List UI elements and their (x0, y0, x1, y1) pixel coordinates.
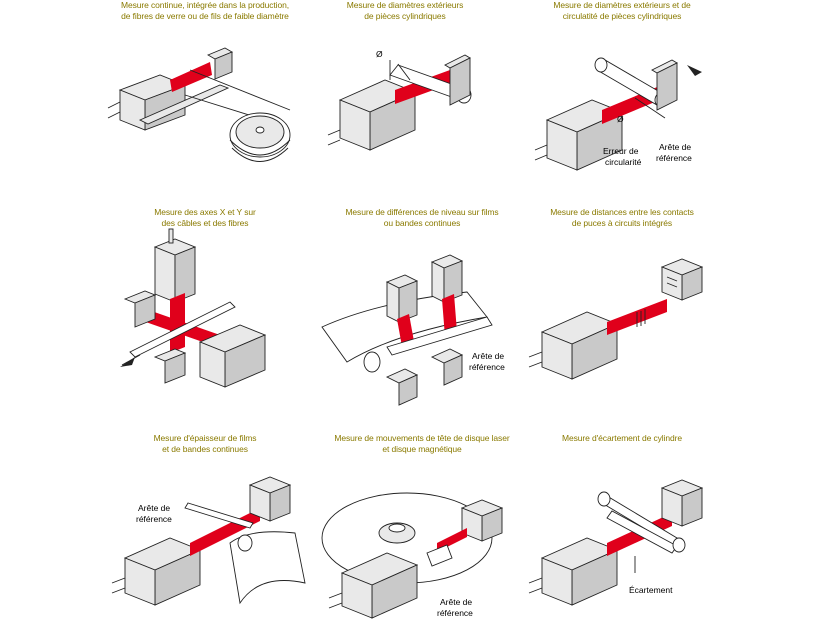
panel-cylinder-diameter: Mesure de diamètres extérieurs de pièces… (300, 0, 510, 200)
reference-edge-label-line1: Arête de (440, 597, 472, 607)
panel-cylinder-roundness: Mesure de diamètres extérieurs et de cir… (517, 0, 727, 200)
film-thickness-illustration: Arête de référence (111, 476, 306, 606)
panel-caption: Mesure des axes X et Y sur des câbles et… (154, 207, 256, 228)
panel-xy-axes: Mesure des axes X et Y sur des câbles et… (100, 207, 310, 407)
panel-level-difference: Mesure de différences de niveau sur film… (317, 207, 527, 407)
reference-edge-label-line2: référence (437, 608, 473, 618)
cylinder-diameter-illustration: Ø (327, 49, 472, 151)
reference-edge-label-line1: Arête de (472, 351, 504, 361)
fiber-measurement-illustration (107, 47, 291, 162)
reference-edge-label-line2: référence (136, 514, 172, 524)
panel-caption: Mesure d'écartement de cylindre (562, 433, 682, 443)
xy-axes-illustration (120, 228, 267, 388)
panel-ic-contacts: Mesure de distances entre les contacts d… (517, 207, 727, 407)
level-difference-illustration: Arête de référence (321, 254, 505, 406)
panel-fiber-measurement: Mesure continue, intégrée dans la produc… (100, 0, 310, 200)
application-examples-grid: Mesure continue, intégrée dans la produc… (100, 0, 727, 619)
panel-caption: Mesure de différences de niveau sur film… (345, 207, 499, 228)
reference-edge-label-line1: Arête de (138, 503, 170, 513)
panel-caption: Mesure de distances entre les contacts d… (550, 207, 694, 228)
roundness-error-label-line1: Erreur de (603, 146, 639, 156)
gap-label: Écartement (629, 585, 673, 595)
panel-caption: Mesure de mouvements de tête de disque l… (334, 433, 510, 454)
diameter-label: Ø (617, 114, 624, 124)
panel-caption: Mesure de diamètres extérieurs de pièces… (346, 0, 464, 21)
cylinder-gap-illustration: Écartement (528, 479, 704, 606)
reference-edge-label-line2: référence (469, 362, 505, 372)
roundness-error-label-line2: circularité (605, 157, 642, 167)
panel-cylinder-gap: Mesure d'écartement de cylindre Écarteme… (517, 433, 727, 633)
panel-caption: Mesure d'épaisseur de films et de bandes… (153, 433, 257, 454)
panel-caption: Mesure continue, intégrée dans la produc… (121, 0, 289, 21)
reference-edge-label-line1: Arête de (659, 142, 691, 152)
cylinder-roundness-illustration: Ø Erreur de circularité Arête de référen… (534, 57, 702, 171)
diameter-label: Ø (376, 49, 383, 59)
disk-head-illustration: Arête de référence (321, 492, 504, 619)
reference-edge-label-line2: référence (656, 153, 692, 163)
panel-film-thickness: Mesure d'épaisseur de films et de bandes… (100, 433, 310, 633)
ic-contacts-illustration (528, 258, 704, 380)
panel-caption: Mesure de diamètres extérieurs et de cir… (553, 0, 691, 21)
panel-disk-head: Mesure de mouvements de tête de disque l… (317, 433, 527, 633)
